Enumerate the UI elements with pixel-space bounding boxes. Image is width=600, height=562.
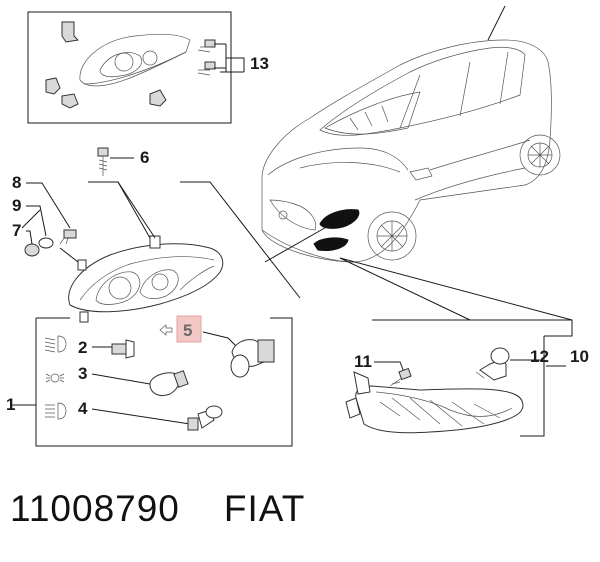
bulb-3 — [149, 370, 189, 397]
screw-6: 6 — [97, 147, 149, 176]
callout-12: 12 — [530, 347, 549, 366]
fasteners-7-8-9: 8 9 7 — [12, 173, 79, 263]
part-number: 11008790 — [10, 488, 180, 529]
inset-kit-13: 13 — [27, 11, 269, 124]
callout-9: 9 — [12, 196, 21, 215]
highlight-box-5 — [176, 315, 202, 343]
headlamp-assembly — [68, 235, 224, 323]
brand-name: FIAT — [223, 488, 306, 529]
bulb-2 — [111, 339, 135, 359]
caption: 11008790 FIAT — [10, 488, 349, 530]
callout-4: 4 — [78, 399, 88, 418]
low-beam-icon — [44, 335, 67, 353]
callout-13: 13 — [250, 54, 269, 73]
callout-3: 3 — [78, 364, 87, 383]
callout-7: 7 — [12, 221, 21, 240]
callout-6: 6 — [140, 148, 149, 167]
bulb-12 — [475, 347, 510, 381]
fog-lamp-box: 10 11 12 — [345, 319, 589, 437]
bulb-4 — [187, 405, 223, 431]
callout-8: 8 — [12, 173, 21, 192]
callout-2: 2 — [78, 338, 87, 357]
high-beam-icon — [45, 402, 67, 420]
bulb-5 — [230, 339, 275, 378]
screw-11 — [389, 367, 412, 387]
callout-5: 5 — [183, 321, 192, 340]
car-illustration — [261, 5, 561, 263]
bulbs-box: 1 2 3 4 — [6, 315, 293, 447]
callout-11: 11 — [354, 352, 372, 371]
position-light-icon — [45, 373, 65, 383]
callout-10: 10 — [570, 347, 589, 366]
callout-1: 1 — [6, 395, 15, 414]
